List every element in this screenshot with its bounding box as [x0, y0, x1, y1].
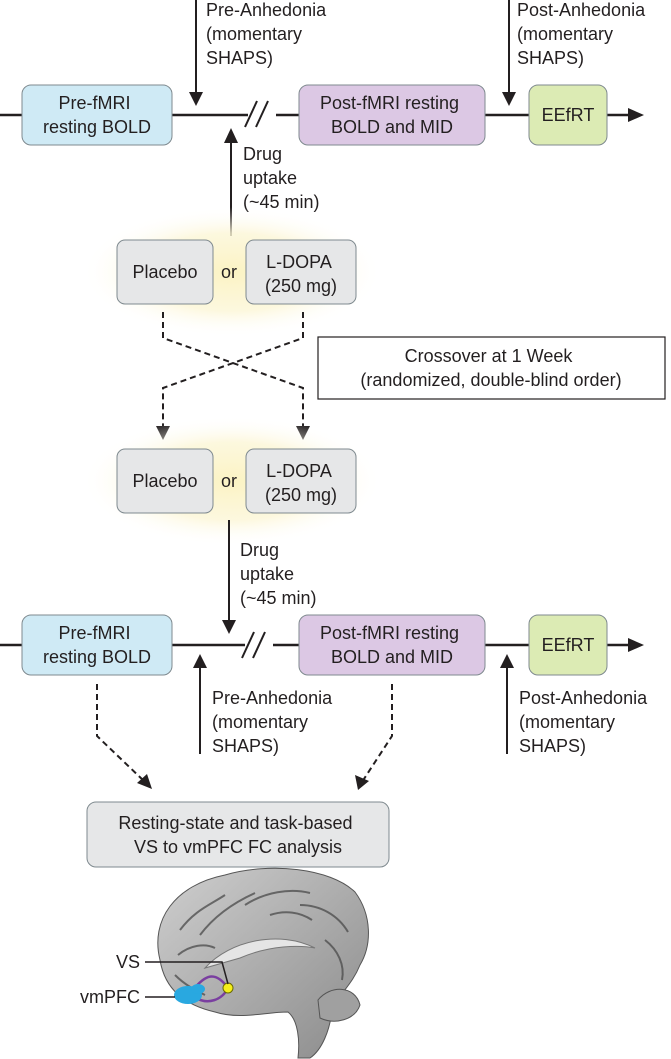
ldopa-box — [245, 239, 357, 305]
bottom-timeline: Drug uptake (~45 min) Pre-fMRI resting B… — [0, 520, 652, 790]
vs-region — [222, 982, 234, 994]
or-label: or — [221, 471, 237, 491]
analysis-group: Resting-state and task-based VS to vmPFC… — [86, 801, 390, 868]
post-fmri-label: Post-fMRI resting BOLD and MID — [320, 93, 464, 137]
top-timeline: Pre-fMRI resting BOLD Post-fMRI resting … — [0, 0, 650, 236]
timeline-arrowhead — [628, 638, 644, 652]
timeline-arrowhead — [628, 108, 644, 122]
post-anhedonia-label: Post-Anhedonia (momentary SHAPS) — [519, 688, 652, 756]
pre-fmri-box — [21, 84, 173, 146]
placebo-label: Placebo — [132, 471, 197, 491]
placebo-box — [116, 448, 214, 514]
ldopa-label: L-DOPA (250 mg) — [265, 461, 337, 505]
drug-uptake-label: Drug uptake (~45 min) — [240, 540, 317, 608]
eefrt-box — [528, 84, 608, 146]
eefrt-label: EEfRT — [542, 635, 595, 655]
crossover-box — [317, 336, 666, 400]
vs-label: VS — [116, 952, 140, 972]
brain-sagittal-image: VS vmPFC — [80, 867, 369, 1059]
session2-drug-group: Placebo or L-DOPA (250 mg) — [82, 416, 382, 546]
pre-fmri-label: Pre-fMRI resting BOLD — [43, 93, 151, 137]
timeline-break-icon — [244, 100, 269, 128]
post-anhedonia-label: Post-Anhedonia (momentary SHAPS) — [517, 0, 650, 68]
pre-anhedonia-label: Pre-Anhedonia (momentary SHAPS) — [206, 0, 331, 68]
analysis-box — [86, 801, 390, 868]
pre-anhedonia-label: Pre-Anhedonia (momentary SHAPS) — [212, 688, 337, 756]
post-fmri-box — [298, 84, 486, 146]
crossover-group: Crossover at 1 Week (randomized, double-… — [156, 312, 666, 440]
post-fmri-box — [298, 614, 486, 676]
eefrt-box — [528, 614, 608, 676]
placebo-label: Placebo — [132, 262, 197, 282]
or-label: or — [221, 262, 237, 282]
ldopa-label: L-DOPA (250 mg) — [265, 252, 337, 296]
analysis-label: Resting-state and task-based VS to vmPFC… — [118, 813, 357, 857]
drug-uptake-label: Drug uptake (~45 min) — [243, 144, 320, 212]
eefrt-label: EEfRT — [542, 105, 595, 125]
placebo-box — [116, 239, 214, 305]
crossover-label: Crossover at 1 Week (randomized, double-… — [360, 346, 621, 390]
post-fmri-label: Post-fMRI resting BOLD and MID — [320, 623, 464, 667]
pre-fmri-box — [21, 614, 173, 676]
vmpfc-label: vmPFC — [80, 987, 140, 1007]
pre-fmri-label: Pre-fMRI resting BOLD — [43, 623, 151, 667]
ldopa-box — [245, 448, 357, 514]
timeline-break-icon — [241, 631, 266, 659]
session1-drug-group: Placebo or L-DOPA (250 mg) — [82, 207, 382, 337]
